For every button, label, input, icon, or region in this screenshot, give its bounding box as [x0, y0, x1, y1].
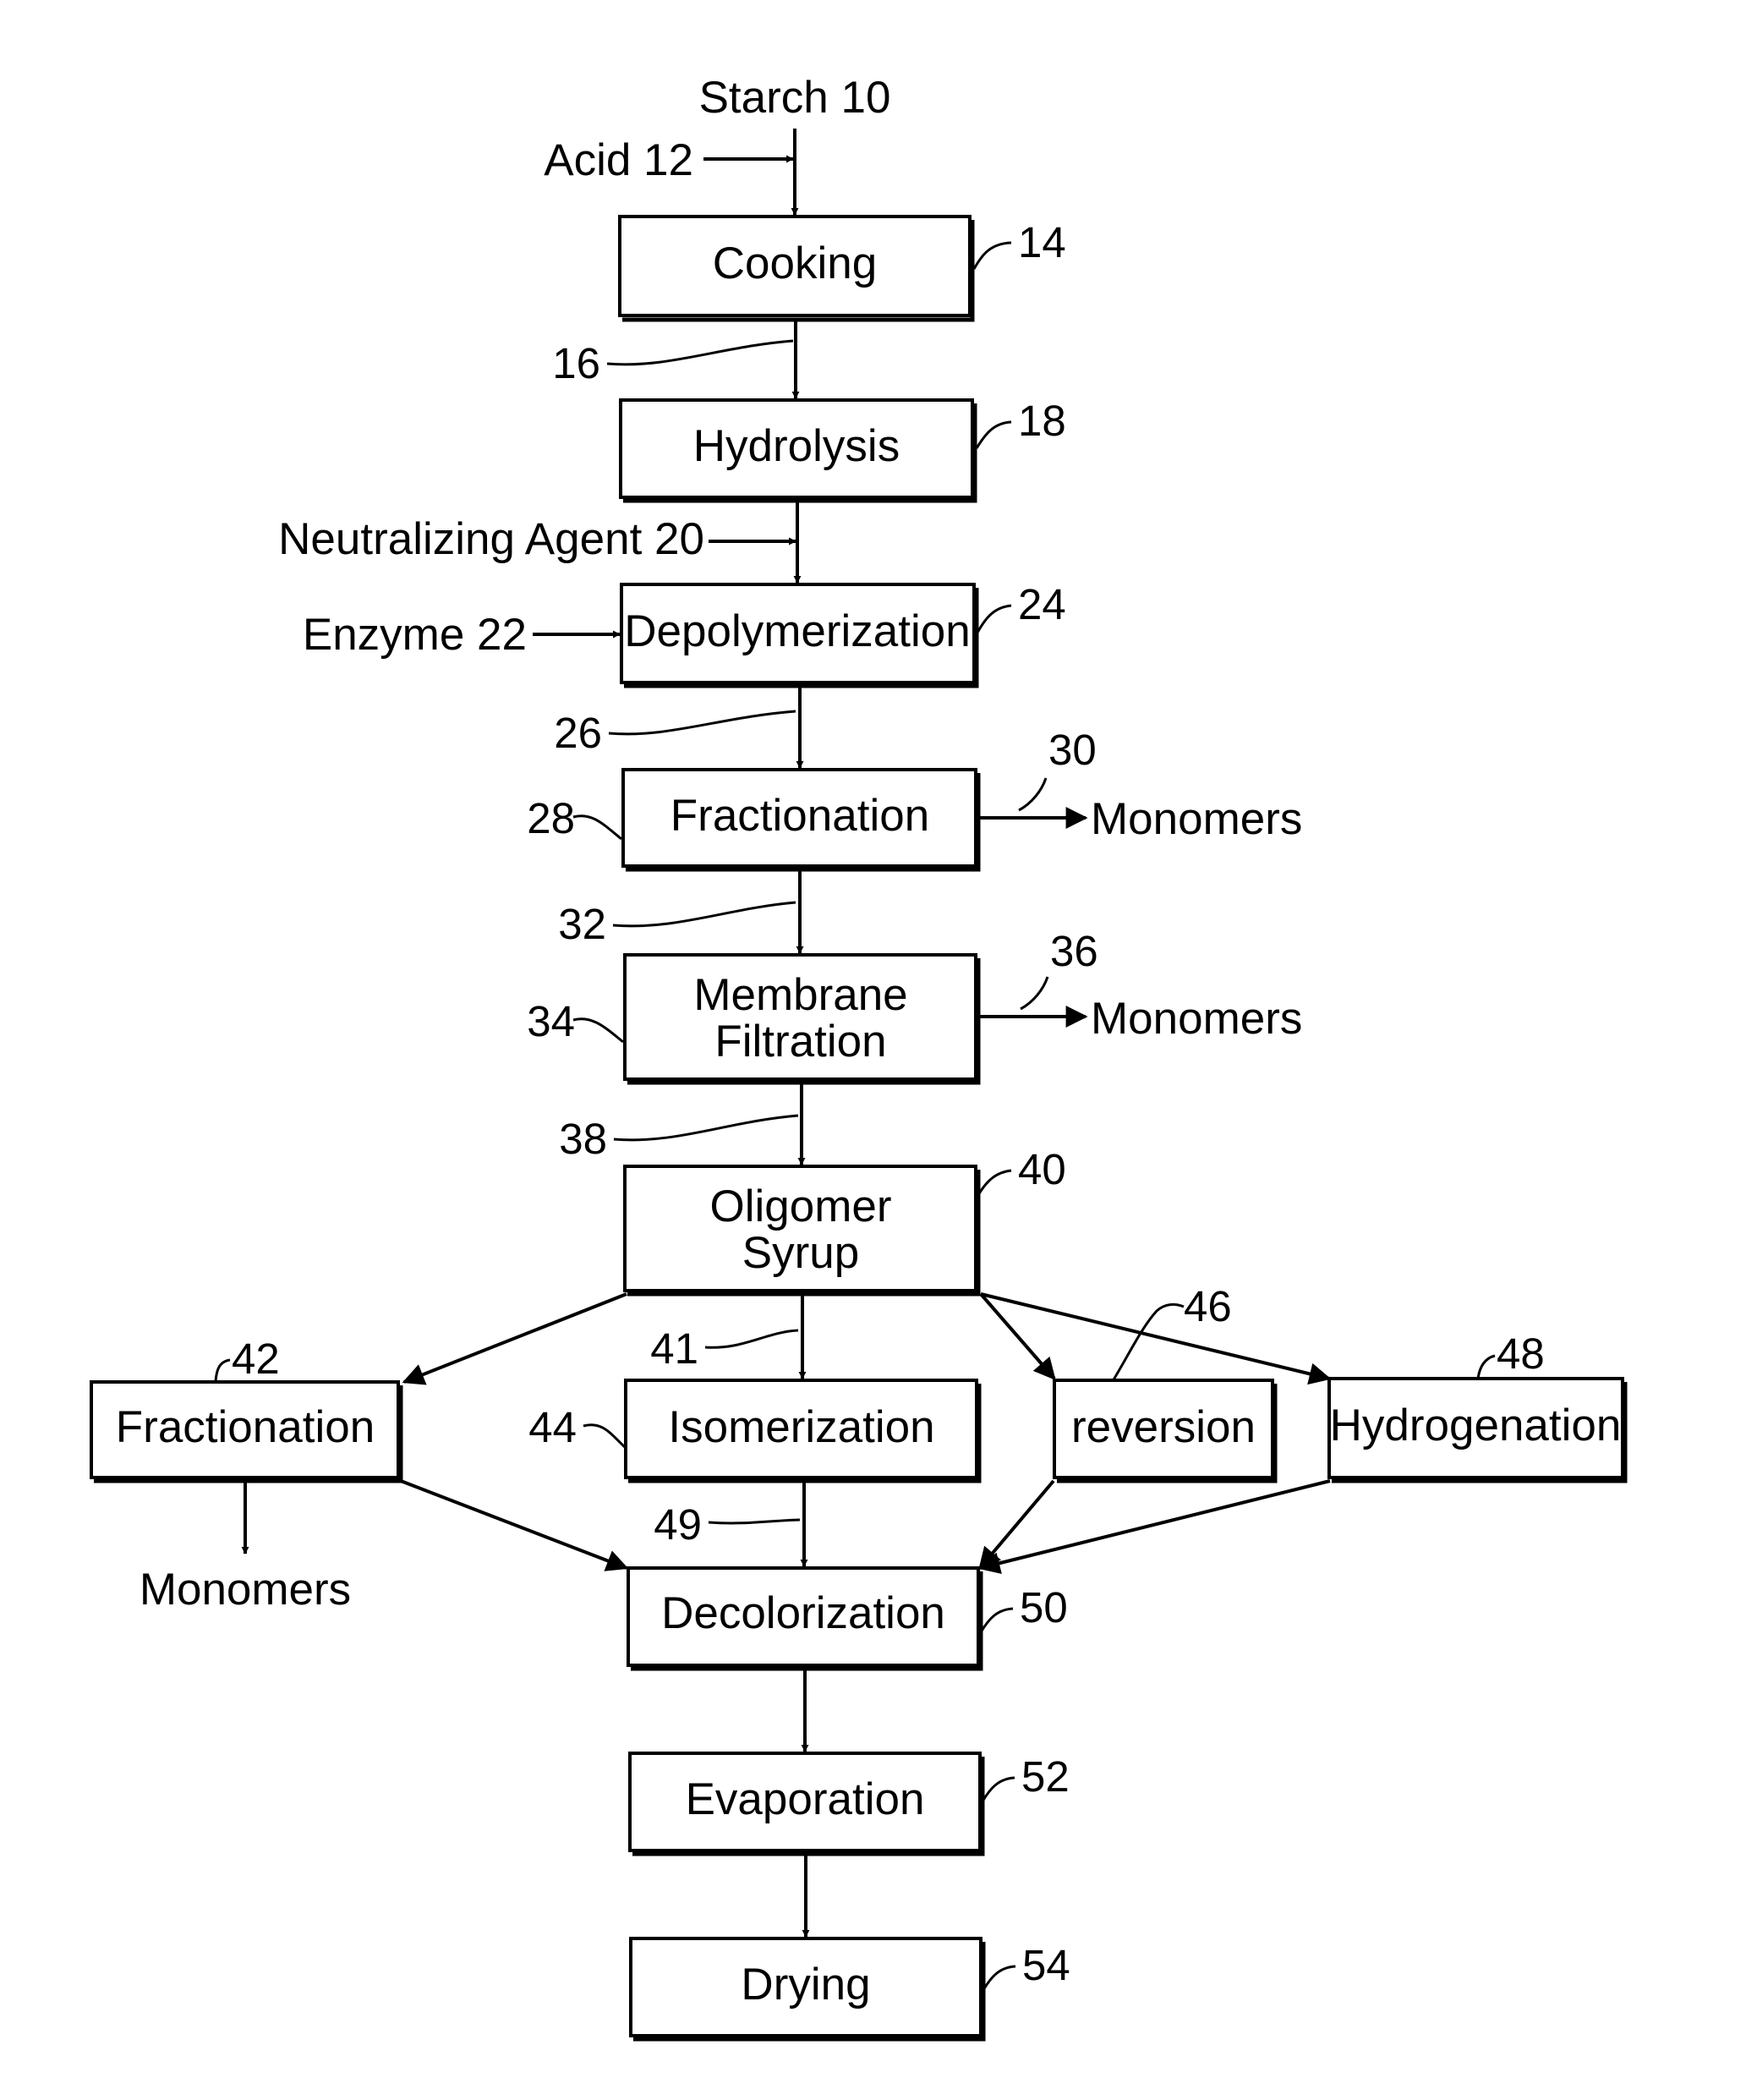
step-reversion: reversion	[1054, 1380, 1275, 1481]
starch-input-label: Starch 10	[699, 73, 891, 123]
monomers-membrane-label: Monomers	[1091, 994, 1302, 1044]
ref-reversion: 46	[1184, 1282, 1232, 1330]
ref-stream-36: 36	[1050, 927, 1098, 975]
ref-stream-49: 49	[654, 1500, 702, 1549]
ref-isomerization: 44	[528, 1403, 577, 1451]
oligomer-label-line2: Syrup	[742, 1228, 859, 1278]
arrow-hydrogenation-to-decolorization	[980, 1481, 1330, 1568]
ref-fractionation: 28	[527, 794, 575, 842]
acid-input-label: Acid 12	[544, 135, 693, 185]
ref-stream-30: 30	[1048, 726, 1097, 774]
ref-stream-26: 26	[554, 709, 602, 757]
step-oligomer-syrup: Oligomer Syrup	[625, 1166, 978, 1294]
fractionation-branch-label: Fractionation	[116, 1402, 375, 1452]
reversion-label: reversion	[1071, 1402, 1256, 1452]
arrow-reversion-to-decolorization	[980, 1481, 1054, 1568]
monomers-branch-label: Monomers	[140, 1565, 351, 1615]
drying-label: Drying	[741, 1960, 870, 2010]
evaporation-label: Evaporation	[686, 1774, 925, 1824]
ref-oligomer: 40	[1018, 1145, 1066, 1193]
ref-decolorization: 50	[1020, 1583, 1068, 1631]
neutralizing-agent-input-label: Neutralizing Agent 20	[278, 514, 704, 564]
arrow-fractionation-branch-to-decolorization	[401, 1481, 627, 1568]
step-evaporation: Evaporation	[630, 1753, 982, 1854]
step-hydrolysis: Hydrolysis	[621, 400, 975, 501]
ref-hydrogenation: 48	[1497, 1330, 1545, 1378]
ref-drying: 54	[1022, 1941, 1070, 1989]
hydrogenation-label: Hydrogenation	[1330, 1401, 1622, 1450]
arrow-oligomer-to-hydrogenation	[981, 1294, 1329, 1379]
fractionation-label: Fractionation	[670, 791, 929, 841]
arrow-oligomer-to-fractionation-branch	[404, 1294, 627, 1382]
step-membrane-filtration: Membrane Filtration	[625, 955, 978, 1083]
step-fractionation: Fractionation	[623, 770, 978, 869]
ref-hydrolysis: 18	[1018, 397, 1066, 445]
membrane-label-line2: Filtration	[714, 1017, 886, 1066]
ref-depolymerization: 24	[1018, 580, 1066, 628]
membrane-label-line1: Membrane	[693, 970, 907, 1020]
hydrolysis-label: Hydrolysis	[693, 421, 900, 471]
step-hydrogenation: Hydrogenation	[1329, 1379, 1625, 1481]
ref-cooking: 14	[1018, 218, 1066, 266]
depolymerization-label: Depolymerization	[624, 606, 970, 656]
isomerization-label: Isomerization	[668, 1402, 934, 1452]
step-fractionation-branch: Fractionation	[91, 1382, 401, 1481]
step-decolorization: Decolorization	[628, 1568, 981, 1669]
ref-stream-38: 38	[559, 1115, 607, 1163]
arrow-oligomer-to-reversion	[981, 1294, 1054, 1379]
decolorization-label: Decolorization	[661, 1588, 945, 1638]
ref-stream-32: 32	[558, 900, 606, 948]
step-depolymerization: Depolymerization	[621, 584, 977, 686]
oligomer-label-line1: Oligomer	[709, 1182, 891, 1231]
ref-stream-41: 41	[650, 1324, 698, 1373]
monomers-fractionation-label: Monomers	[1091, 794, 1302, 844]
cooking-label: Cooking	[713, 239, 877, 288]
step-isomerization: Isomerization	[626, 1380, 979, 1481]
step-drying: Drying	[631, 1938, 983, 2039]
ref-membrane: 34	[527, 997, 575, 1045]
enzyme-input-label: Enzyme 22	[303, 610, 527, 660]
ref-stream-16: 16	[552, 339, 600, 387]
ref-fractionation-branch: 42	[232, 1335, 280, 1383]
ref-evaporation: 52	[1021, 1752, 1070, 1801]
step-cooking: Cooking	[620, 217, 972, 320]
